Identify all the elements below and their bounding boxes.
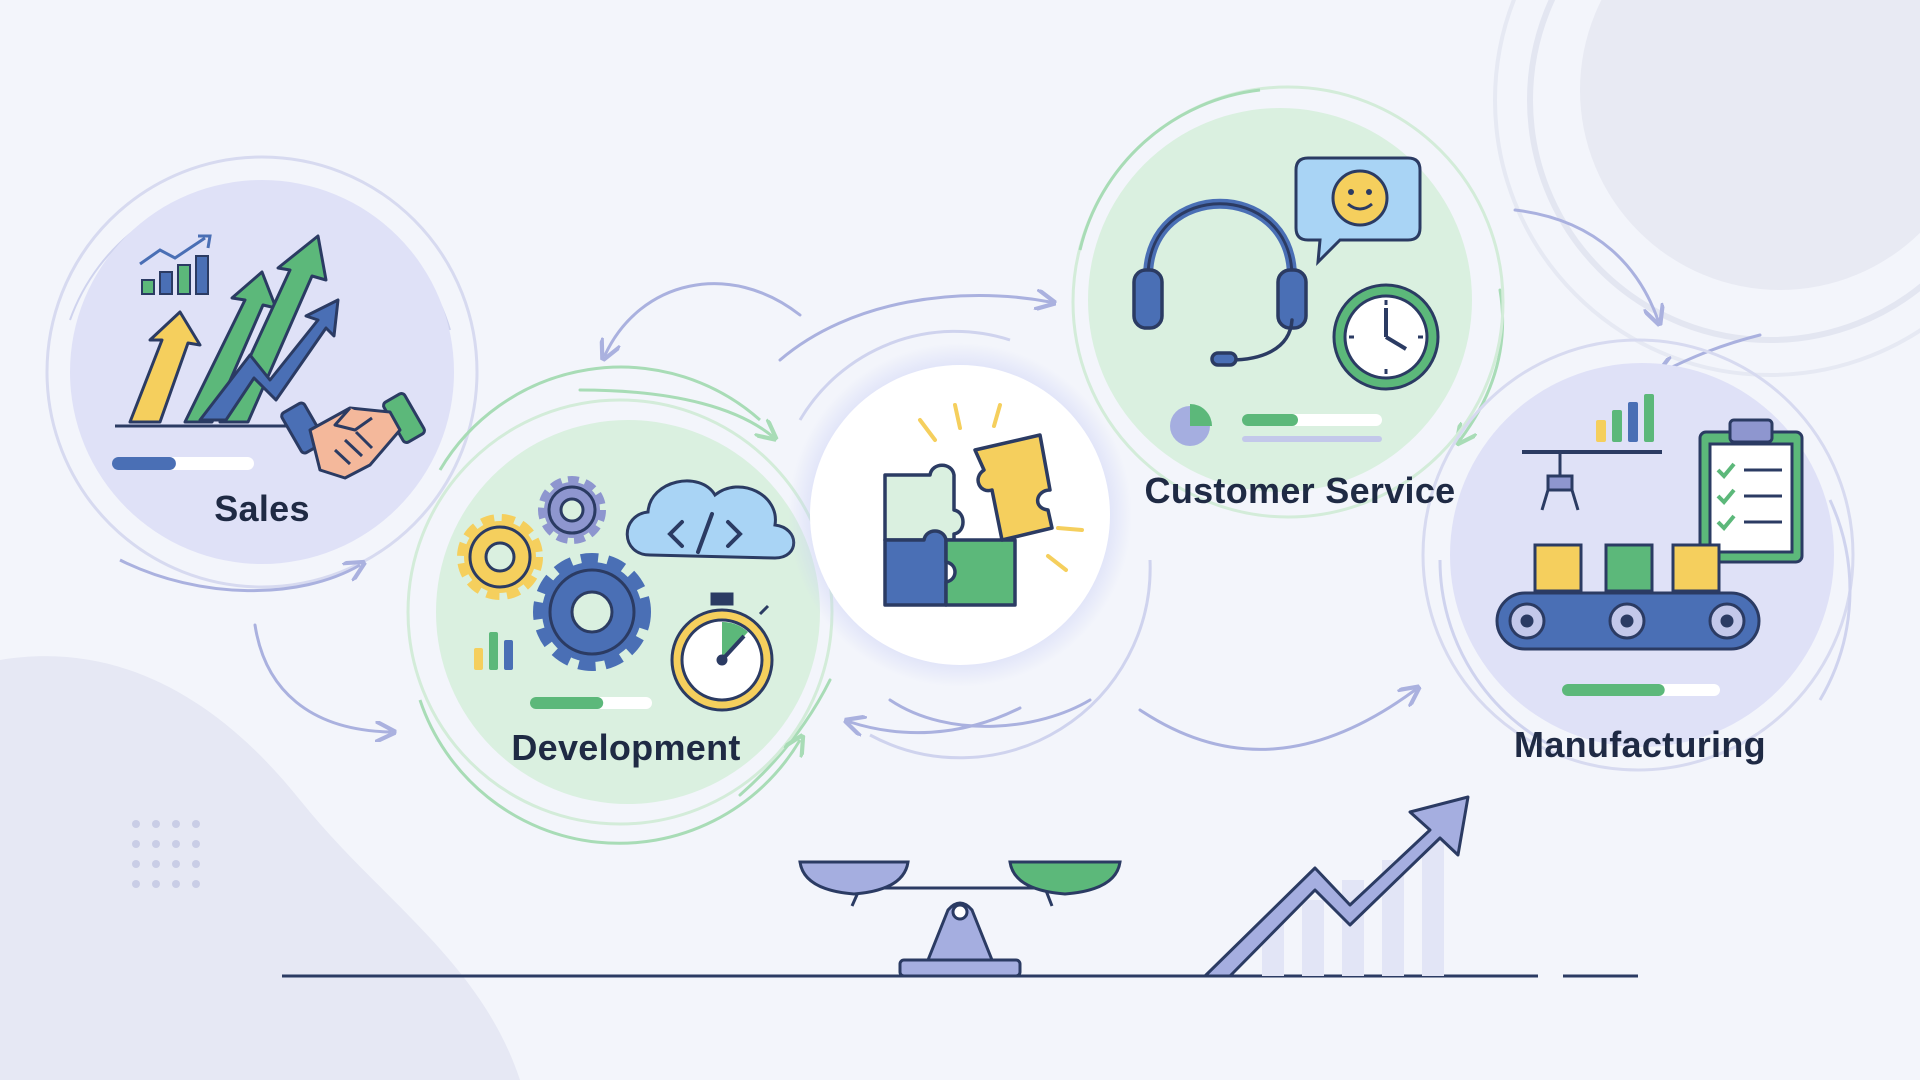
development-progress-bar: [530, 697, 652, 709]
center-node[interactable]: [788, 329, 1152, 760]
sales-progress-fill: [112, 457, 176, 470]
handshake-icon: [280, 392, 426, 480]
puzzle-icon: [883, 403, 1084, 607]
sales-label: Sales: [214, 488, 310, 529]
stopwatch-icon: [670, 592, 774, 712]
balance-scale-icon: [798, 860, 1122, 978]
trend-arrow-icon: [1203, 795, 1470, 978]
customer-service-progress-fill: [1242, 414, 1298, 426]
bar-chart-icon: [474, 632, 513, 670]
sales-node[interactable]: [45, 155, 479, 593]
development-progress-fill: [530, 697, 604, 709]
growth-arrows-icon: [115, 234, 340, 428]
robot-arm-icon: [1522, 450, 1662, 511]
pie-chart-icon: [1170, 404, 1212, 446]
manufacturing-node[interactable]: [1421, 338, 1855, 772]
sparkle-lines: [918, 403, 1084, 572]
customer-service-label: Customer Service: [1144, 470, 1456, 511]
development-node[interactable]: [406, 365, 834, 845]
footer-illustration: [282, 795, 1638, 978]
conveyor-belt-icon: [1495, 543, 1761, 651]
clock-icon: [1332, 283, 1440, 391]
headset-icon: [1132, 198, 1308, 367]
bar-chart-icon: [1596, 394, 1654, 442]
bar-chart-icon: [139, 234, 212, 295]
manufacturing-progress-fill: [1562, 684, 1665, 696]
chat-smiley-icon: [1294, 156, 1422, 266]
gears-icon: [457, 476, 651, 671]
dot-grid: [132, 820, 200, 888]
customer-service-node[interactable]: [1071, 85, 1505, 519]
manufacturing-label: Manufacturing: [1514, 724, 1766, 765]
customer-service-progress-bar: [1242, 414, 1382, 442]
clipboard-checklist-icon: [1698, 418, 1804, 564]
development-label: Development: [511, 727, 741, 768]
manufacturing-progress-bar: [1562, 684, 1720, 696]
sales-progress-bar: [112, 457, 254, 470]
